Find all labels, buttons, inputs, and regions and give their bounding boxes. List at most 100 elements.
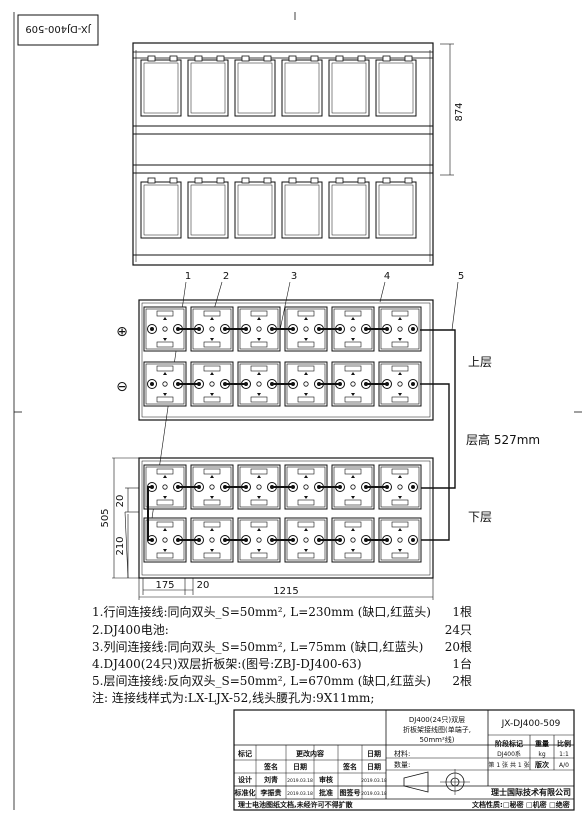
side-terminal [169,55,178,62]
footer-right-label: 文档性质: [472,800,503,809]
parts-list-item-4: 4.DJ400(24只)双层折板架:(图号:ZBJ-DJ400-63) [92,657,362,671]
sign-no-label: 图签号 [340,788,361,797]
upper-layer-label: 上层 [468,355,492,369]
footer-left: 理士电池图纸文档,未经许可不得扩散 [238,800,353,809]
parts-list-qty-5: 2根 [452,674,472,688]
parts-list-item-5: 5.层间连接线:反向双头_S=50mm², L=670mm (缺口,红蓝头) [92,674,431,688]
drawing-code-stamp: JX-DJ400-509 [17,14,99,46]
side-battery-lower-6 [375,181,417,239]
callout-1: 1 [185,271,191,282]
drawing-title-line3: 50mm²线) [419,735,454,744]
sign-label-2: 签名 [342,762,357,771]
designer-label: 设计 [238,775,252,784]
design-date: 2019.03.18 [287,778,313,784]
side-terminal [194,55,203,62]
callout-2: 2 [223,271,229,282]
side-terminal [216,177,225,184]
callout-4: 4 [384,271,390,282]
side-battery-lower-2 [187,181,229,239]
date-label-2: 日期 [367,762,381,771]
side-terminal [263,55,272,62]
approve-date: 2019.03.18 [361,791,387,797]
side-terminal [241,177,250,184]
standard-label: 标准化 [234,788,256,797]
side-terminal [382,55,391,62]
sign-label-1: 签名 [263,762,278,771]
parts-list-qty-4: 1台 [452,657,472,671]
dimension-lines [112,457,434,600]
row-link [147,486,152,541]
interlayer-cables [420,329,456,541]
side-battery-lower-3 [234,181,276,239]
title-block-text: DJ400(24只)双层 折板架接线图(单端子, 50mm²线) JX-DJ40… [234,716,572,809]
parts-list-qty-1: 1根 [452,605,472,619]
height-dimension: 874 [454,102,465,121]
standard-name: 李振贵 [260,788,282,797]
parts-list-qty-2: 24只 [444,623,472,637]
dim-175: 175 [155,580,174,591]
side-terminal [404,177,413,184]
side-terminal [263,177,272,184]
connection-note: 注: 连接线样式为:LX-LJX-52,线头腰孔为:9X11mm; [92,691,375,705]
side-terminal [169,177,178,184]
mark-label: 标记 [237,749,252,758]
lower-layer-top-view [138,457,434,579]
side-terminal [335,55,344,62]
side-terminal [357,55,366,62]
side-terminal [241,55,250,62]
dim-20-vertical: 20 [115,495,126,508]
side-terminal [310,177,319,184]
approve-label: 批准 [319,788,333,797]
standard-date: 2019.03.18 [287,791,313,797]
material-label: 材料: [394,749,410,758]
scale-value: 1:1 [559,751,569,758]
company-name: 理士国际技术有限公司 [491,787,571,797]
side-terminal [357,177,366,184]
hdr-part-mark: 阶段标记 [495,739,523,748]
parts-list-item-1: 1.行间连接线:同向双头_S=50mm², L=230mm (缺口,红蓝头) [92,605,431,619]
side-battery-lower-5 [328,181,370,239]
side-battery-upper-3 [234,59,276,117]
title-block [233,709,575,811]
parts-list-item-3: 3.列间连接线:同向双头_S=50mm², L=75mm (缺口,红蓝头) [92,640,424,654]
model-value: DJ400系 [497,750,521,758]
sheet-info: 第 1 张 共 1 张 [488,761,529,769]
positive-pole-symbol: ⊕ [116,324,128,340]
side-terminal [194,177,203,184]
layer-height-label: 层高 527mm [466,432,540,447]
dim-1215: 1215 [273,586,298,597]
side-terminal [147,177,156,184]
drawing-title-line1: DJ400(24只)双层 [409,716,465,724]
date-label: 日期 [367,749,381,758]
change-label: 更改内容 [296,749,324,758]
side-battery-upper-1 [140,59,182,117]
drawing-number: JX-DJ400-509 [501,719,561,729]
side-battery-lower-4 [281,181,323,239]
side-battery-upper-6 [375,59,417,117]
side-terminal [147,55,156,62]
side-battery-upper-2 [187,59,229,117]
negative-pole-symbol: ⊖ [116,379,128,395]
side-terminal [310,55,319,62]
version-label: 版次 [535,760,549,769]
upper-layer-top-view: ⊕ ⊖ [116,299,434,421]
side-terminal [382,177,391,184]
parts-list-item-2: 2.DJ400电池: [92,623,169,637]
rack-side-view: 874 [132,42,465,266]
version-value: A/0 [559,762,569,769]
side-battery-upper-4 [281,59,323,117]
hdr-weight: 重量 [535,739,549,748]
date-label-1: 日期 [293,762,307,771]
designer-name: 刘青 [264,775,278,784]
callout-3: 3 [291,271,297,282]
review-label: 审核 [319,775,333,784]
side-battery-upper-5 [328,59,370,117]
stamp-code-text: JX-DJ400-509 [25,23,91,34]
review-date: 2019.03.18 [361,778,387,784]
lower-layer-label: 下层 [468,510,492,524]
side-terminal [404,55,413,62]
qty-label: 数量: [394,760,410,769]
side-terminal [335,177,344,184]
weight-unit: kg [538,751,545,758]
